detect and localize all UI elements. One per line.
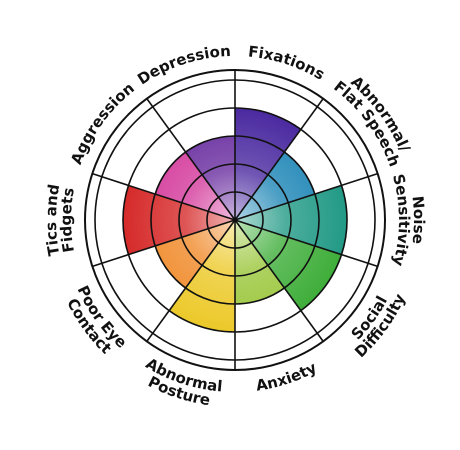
category-label-text-2-0: Noise xyxy=(409,195,429,245)
spoke-6 xyxy=(146,219,236,342)
spoke-3 xyxy=(234,219,378,268)
category-label-text-2-1: Sensitivity xyxy=(389,172,413,268)
spoke-7 xyxy=(92,219,236,268)
grid-group xyxy=(84,69,386,371)
category-label-text-0-0: Fixations xyxy=(247,42,328,83)
spoke-8 xyxy=(92,172,236,221)
spoke-9 xyxy=(146,98,236,221)
category-label-text-7-1: Fidgets xyxy=(57,186,78,254)
category-label-0-0: Fixations xyxy=(247,42,328,83)
category-label-2-1: Sensitivity xyxy=(389,172,413,268)
category-label-7-0: Tics and xyxy=(42,183,63,257)
category-label-text-7-0: Tics and xyxy=(42,183,63,257)
category-label-7-1: Fidgets xyxy=(57,186,78,254)
category-label-4-0: Anxiety xyxy=(255,358,320,394)
spoke-4 xyxy=(234,219,324,342)
category-label-text-8-0: Aggression xyxy=(67,79,138,167)
spoke-1 xyxy=(234,98,324,221)
category-label-2-0: Noise xyxy=(409,195,429,245)
category-label-text-4-0: Anxiety xyxy=(255,358,320,394)
category-label-8-0: Aggression xyxy=(67,79,138,167)
spoke-2 xyxy=(234,172,378,221)
